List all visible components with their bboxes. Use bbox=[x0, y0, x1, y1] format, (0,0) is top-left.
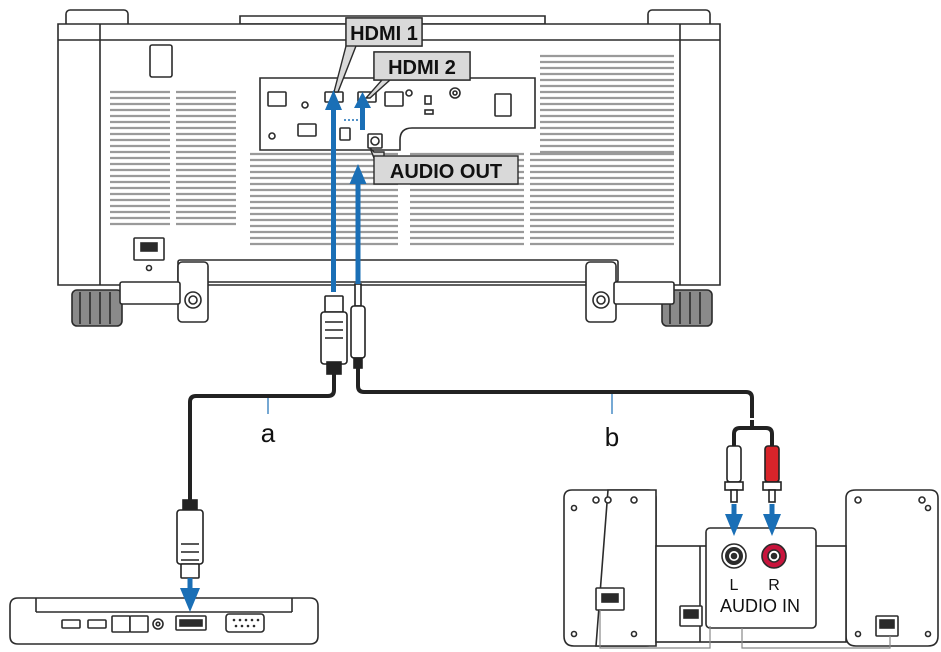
projector-foot-left bbox=[72, 290, 122, 326]
label-hdmi1: HDMI 1 bbox=[350, 23, 418, 45]
cables bbox=[190, 368, 772, 500]
hdmi-plug-laptop bbox=[177, 500, 203, 578]
label-cable-a: a bbox=[261, 418, 276, 448]
label-audio-in: AUDIO IN bbox=[720, 596, 800, 616]
jack-right bbox=[762, 544, 786, 568]
label-hdmi2: HDMI 2 bbox=[388, 57, 456, 79]
label-left: L bbox=[730, 577, 739, 594]
laptop bbox=[10, 598, 318, 644]
label-audio-out: AUDIO OUT bbox=[390, 161, 502, 183]
jack-left bbox=[722, 544, 746, 568]
cable-b bbox=[358, 368, 752, 418]
hdmi-plug-projector bbox=[321, 296, 347, 374]
speaker-left bbox=[564, 490, 656, 646]
label-right: R bbox=[768, 577, 780, 594]
speaker-right bbox=[846, 490, 938, 646]
audio-plug-projector bbox=[351, 284, 365, 368]
rca-plug-white bbox=[725, 446, 743, 502]
label-cable-b: b bbox=[605, 422, 619, 452]
rca-plug-red bbox=[763, 446, 781, 502]
